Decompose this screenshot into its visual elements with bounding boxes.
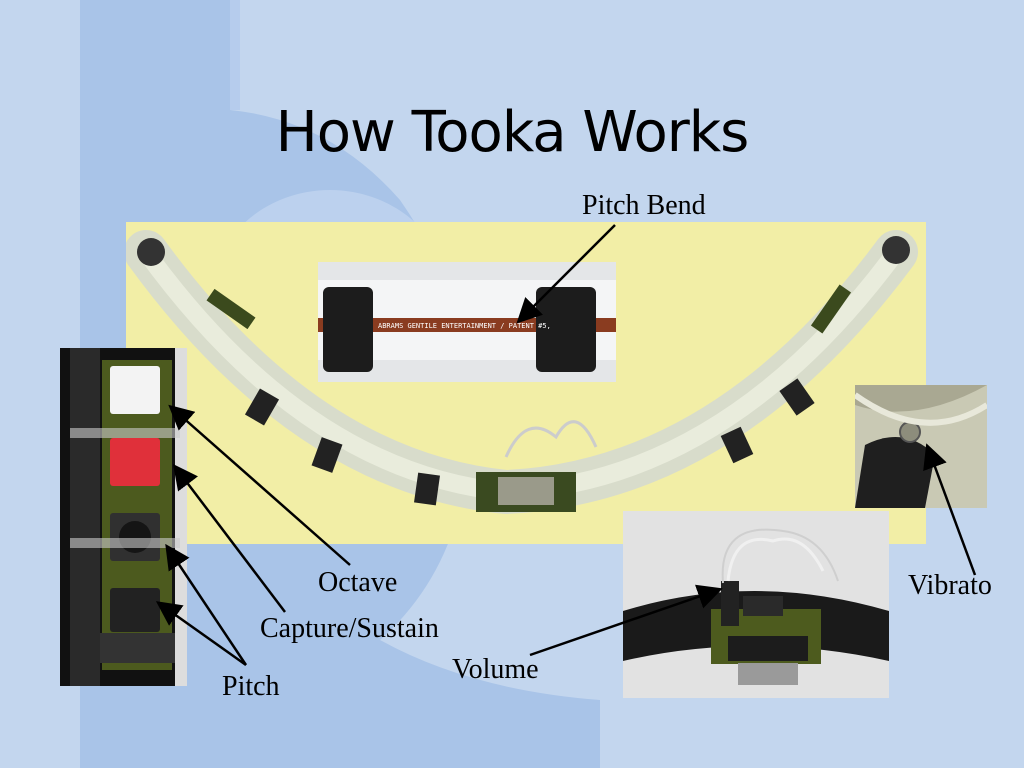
label-pitch-bend: Pitch Bend: [582, 190, 706, 221]
pitch-bend-arrow: [516, 224, 616, 324]
volume-photo: [623, 511, 889, 698]
tooka-instrument-photo: [126, 230, 918, 515]
vibrato-arrow: [923, 443, 977, 576]
label-pitch: Pitch: [222, 671, 280, 702]
label-capture-sustain: Capture/Sustain: [260, 613, 439, 644]
label-volume: Volume: [452, 654, 539, 685]
slide-title: How Tooka Works: [275, 100, 750, 165]
patent-band-text: ABRAMS GENTILE ENTERTAINMENT / PATENT #5…: [378, 322, 551, 330]
volume-arrow: [529, 584, 723, 657]
pitch-arrow-lower: [155, 601, 247, 667]
octave-arrow: [168, 404, 351, 566]
label-octave: Octave: [318, 567, 398, 598]
buttons-photo: [60, 348, 187, 686]
circuit-board-photo: [623, 511, 889, 698]
label-vibrato: Vibrato: [908, 570, 992, 601]
pitch-arrow-upper: [165, 543, 248, 666]
button-strip-photo: [70, 348, 187, 686]
capture-sustain-arrow: [172, 464, 286, 613]
main-instrument-photo: [126, 222, 926, 544]
vibrato-sensor-photo: [855, 385, 987, 508]
vibrato-photo: [855, 385, 987, 508]
pitch-bend-photo: ABRAMS GENTILE ENTERTAINMENT / PATENT #5…: [318, 262, 616, 382]
